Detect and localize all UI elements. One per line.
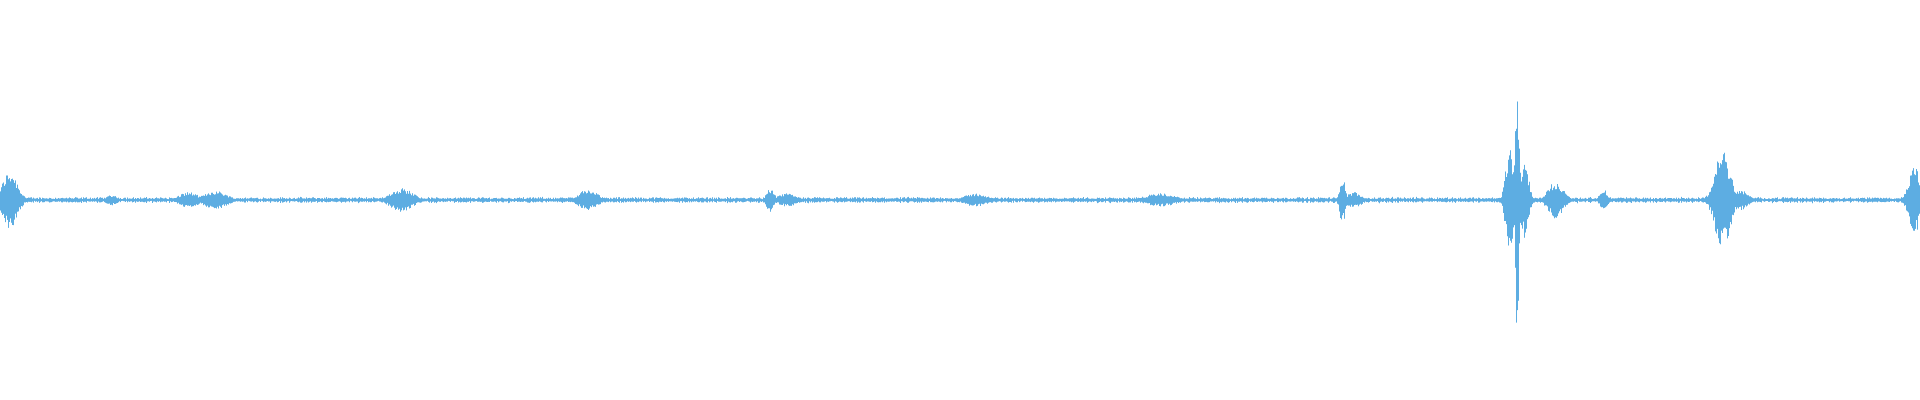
waveform-trace <box>0 101 1920 323</box>
